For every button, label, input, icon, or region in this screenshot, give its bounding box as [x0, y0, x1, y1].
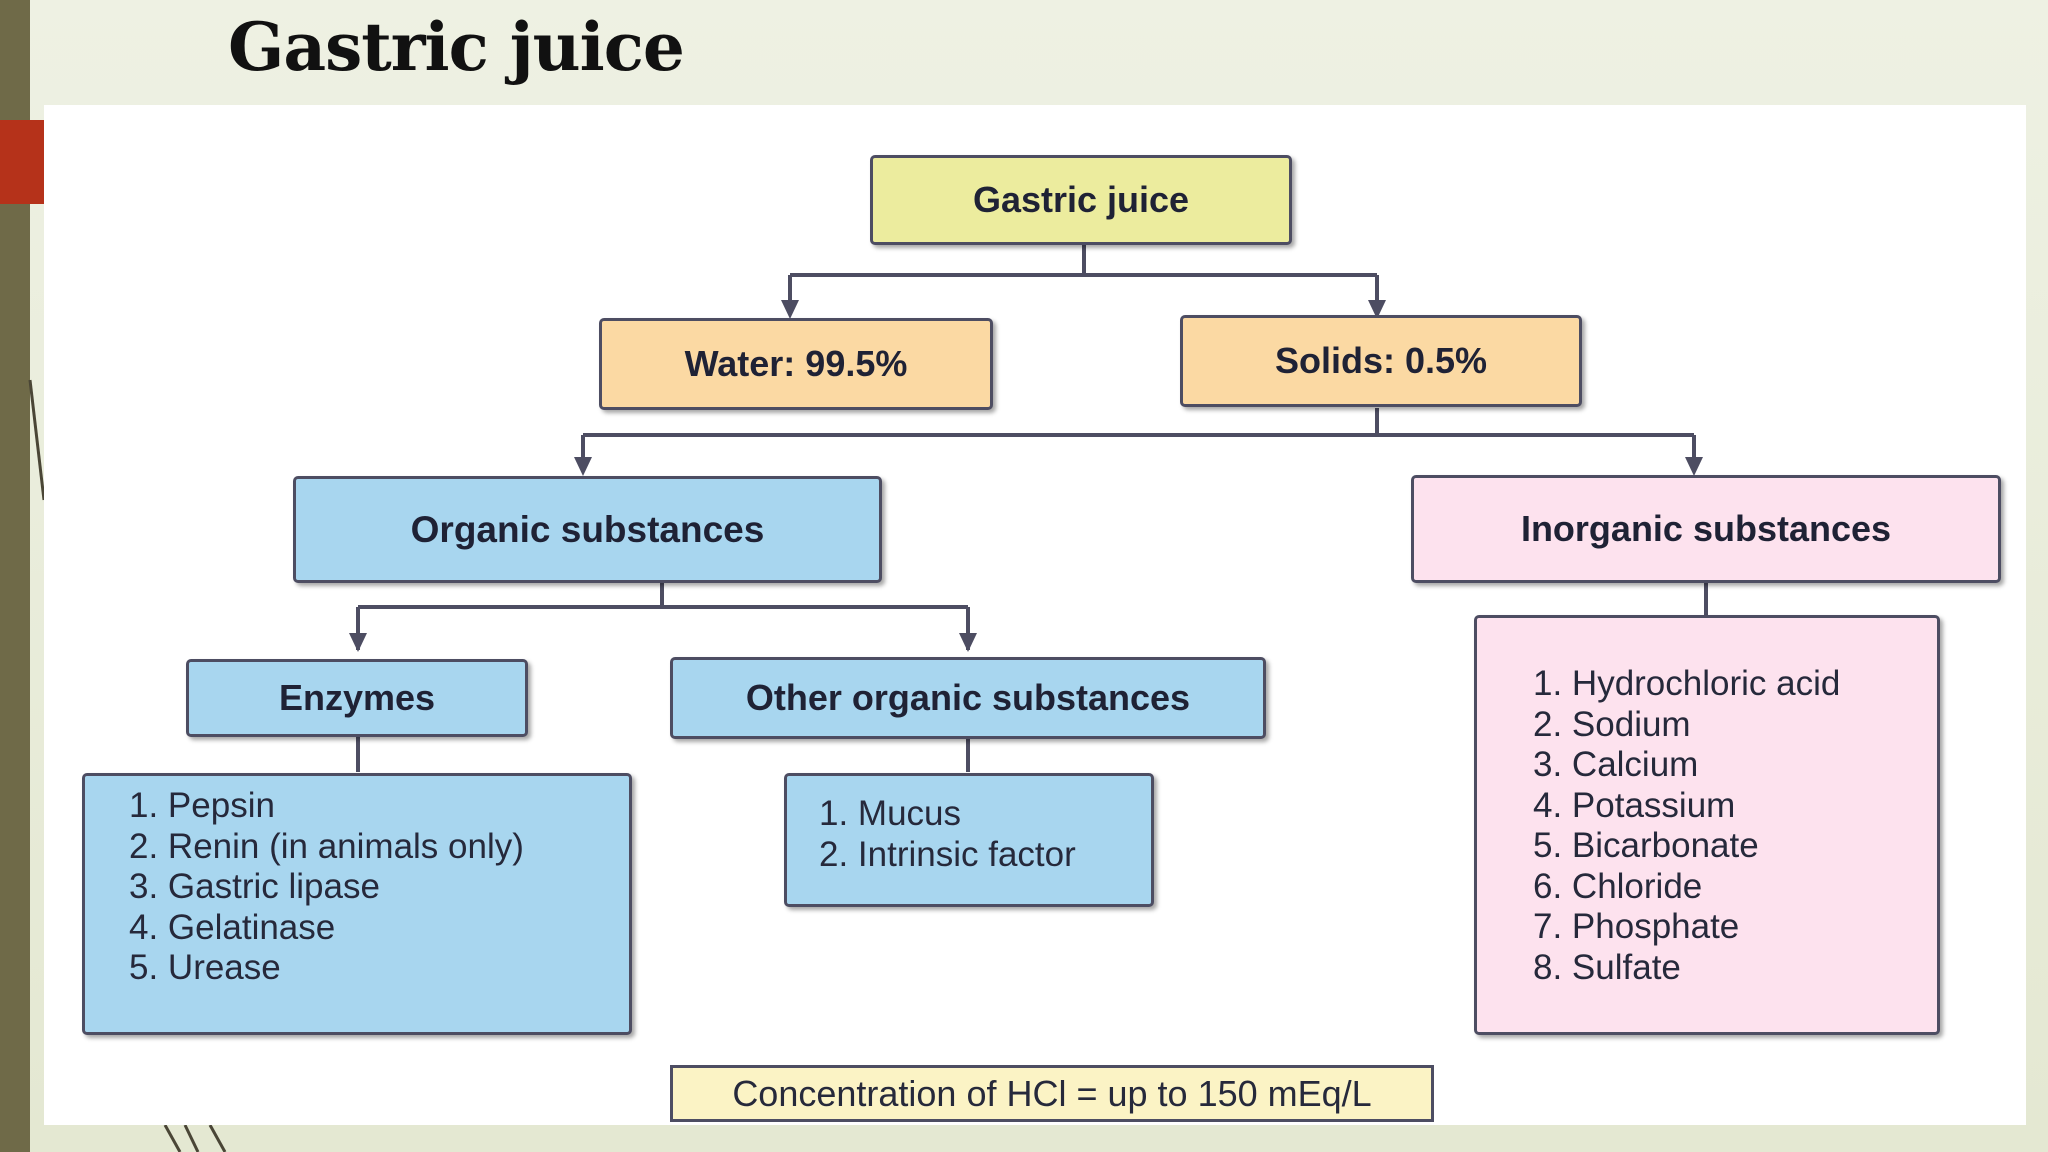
list-item: 4. Gelatinase: [129, 907, 336, 947]
list-item: 1. Mucus: [819, 794, 961, 833]
other-organic-list: 1. Mucus 2. Intrinsic factor: [784, 773, 1154, 907]
list-item: 5. Bicarbonate: [1533, 826, 1759, 865]
list-item: 8. Sulfate: [1533, 947, 1681, 987]
list-item: 4. Potassium: [1533, 785, 1736, 825]
solids-box: Solids: 0.5%: [1180, 315, 1582, 407]
hcl-concentration-note: Concentration of HCl = up to 150 mEq/L: [670, 1065, 1434, 1122]
slide-title: Gastric juice: [228, 8, 685, 86]
enzyme-list: 1. Pepsin 2. Renin (in animals only) 3. …: [82, 773, 632, 1035]
enzymes-box: Enzymes: [186, 659, 528, 737]
connector-lines: [349, 243, 1708, 772]
list-item: 3. Gastric lipase: [129, 867, 380, 906]
inorganic-substances-box: Inorganic substances: [1411, 475, 2001, 583]
list-item: 2. Sodium: [1533, 704, 1691, 744]
inorganic-list: 1. Hydrochloric acid 2. Sodium 3. Calciu…: [1474, 615, 1940, 1035]
red-accent-marker: [0, 120, 44, 204]
list-item: 2. Intrinsic factor: [819, 834, 1076, 874]
organic-substances-box: Organic substances: [293, 476, 882, 583]
water-box: Water: 99.5%: [599, 318, 993, 410]
other-organic-substances-box: Other organic substances: [670, 657, 1266, 739]
list-item: 3. Calcium: [1533, 745, 1699, 784]
list-item: 6. Chloride: [1533, 866, 1703, 906]
list-item: 1. Hydrochloric acid: [1533, 664, 1841, 703]
list-item: 5. Urease: [129, 948, 281, 987]
diagram-canvas: Gastric juice Water: 99.5% Solids: 0.5% …: [44, 105, 2026, 1125]
gastric-juice-box: Gastric juice: [870, 155, 1292, 245]
list-item: 7. Phosphate: [1533, 907, 1740, 946]
list-item: 2. Renin (in animals only): [129, 826, 524, 866]
list-item: 1. Pepsin: [129, 786, 275, 825]
